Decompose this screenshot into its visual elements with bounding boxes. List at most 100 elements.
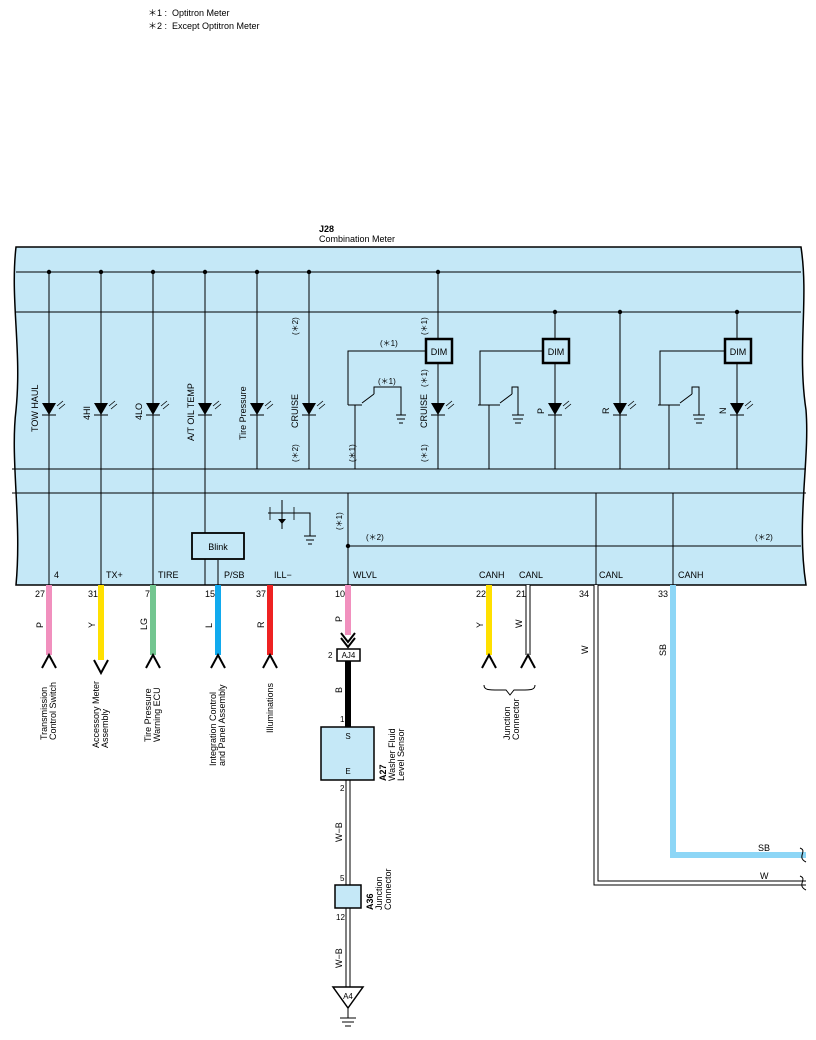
terminal-wlvl: WLVL xyxy=(353,570,377,580)
junction-connector-a36 xyxy=(334,884,362,909)
terminal-tx: TX+ xyxy=(106,570,123,580)
pin-22: 22 xyxy=(476,589,486,599)
lamp-label-n: N xyxy=(718,408,728,415)
inner-note-right: (＊2) xyxy=(755,533,773,542)
wire-code-w-2: W xyxy=(580,645,590,654)
lamp-note-top-cruise-2: (＊2) xyxy=(291,317,300,335)
chevron-up-icon xyxy=(145,652,161,669)
terminal-canh-1: CANH xyxy=(479,570,505,580)
junction-name-1: Junction xyxy=(374,876,384,910)
dest-2-line2: Assembly xyxy=(100,708,110,748)
dest-5-line1: Illuminations xyxy=(265,682,275,733)
transistor-note-bottom: (＊1) xyxy=(348,444,357,462)
legend-text-2: Except Optitron Meter xyxy=(172,21,260,31)
washer-fluid-sensor xyxy=(320,726,375,781)
wire-break-sb xyxy=(799,847,807,863)
dim-box-3 xyxy=(723,337,753,365)
terminal-canh-2: CANH xyxy=(678,570,704,580)
led-symbols xyxy=(42,400,754,416)
lamp-label-p: P xyxy=(536,408,546,414)
lamp-label-tire-pressure: Tire Pressure xyxy=(238,386,248,440)
sensor-name-2: Level Sensor xyxy=(396,728,406,781)
terminal-canl-2: CANL xyxy=(599,570,623,580)
wire-code-wb-1: W−B xyxy=(334,822,344,842)
dest-1-line2: Control Switch xyxy=(48,682,58,740)
terminal-canl-1: CANL xyxy=(519,570,543,580)
dim-label-3: DIM xyxy=(730,347,747,357)
lamp-label-r: R xyxy=(601,407,611,414)
pin-33: 33 xyxy=(658,589,668,599)
dest-2-line1: Accessory Meter xyxy=(91,681,101,748)
junction-brace xyxy=(483,684,536,696)
lamp-label-cruise-2: CRUISE xyxy=(290,394,300,428)
dest-1-line1: Transmission xyxy=(39,687,49,740)
wire-code-l: L xyxy=(204,623,214,628)
wire-code-r: R xyxy=(256,621,266,628)
lamp-label-tow-haul: TOW HAUL xyxy=(30,385,40,432)
lamp-note-mid-cruise-1: (＊1) xyxy=(420,369,429,387)
pin-7: 7 xyxy=(145,589,150,599)
legend-mark-2: ＊2 : xyxy=(148,21,167,31)
chevron-up-icon xyxy=(41,652,57,669)
dim-label-1: DIM xyxy=(431,347,448,357)
sensor-term-s: S xyxy=(345,732,350,741)
wire-code-sb: SB xyxy=(658,644,668,656)
dest-4-line2: and Panel Assembly xyxy=(217,684,227,766)
dim-transistors: (＊1) (＊1) (＊1) xyxy=(347,339,725,469)
dim-box-1 xyxy=(424,337,454,365)
terminal-tire: TIRE xyxy=(158,570,179,580)
junction-name-2: Connector xyxy=(383,868,393,910)
legend-text-1: Optitron Meter xyxy=(172,8,230,18)
wire-code-wb-2: W−B xyxy=(334,948,344,968)
pin-21: 21 xyxy=(516,589,526,599)
meter-name: Combination Meter xyxy=(319,234,395,244)
lamp-label-4hi: 4HI xyxy=(82,406,92,420)
dim-label-2: DIM xyxy=(548,347,565,357)
pin-27: 27 xyxy=(35,589,45,599)
chevron-up-icon xyxy=(481,652,497,669)
combination-meter-panel xyxy=(13,246,808,586)
lamp-note-top-cruise-1: (＊1) xyxy=(420,317,429,335)
connector-chevrons xyxy=(41,632,536,676)
meter-lower-wiring xyxy=(100,493,801,585)
chevron-up-icon xyxy=(520,652,536,669)
ground-icon xyxy=(340,1017,356,1027)
aj4-connector xyxy=(336,648,361,662)
wire-code-b: B xyxy=(334,687,344,693)
lamp-note-bottom-cruise-2: (＊2) xyxy=(291,444,300,462)
terminal-psb: P/SB xyxy=(224,570,245,580)
wire-code-lg: LG xyxy=(139,618,149,630)
legend-mark-1: ＊1 : xyxy=(148,8,167,18)
aj4-pin-out: 1 xyxy=(340,715,345,724)
dest-3-line1: Tire Pressure xyxy=(143,688,153,742)
wire-code-w-1: W xyxy=(514,619,524,628)
harness-wires xyxy=(46,585,806,987)
wire-code-p-2: P xyxy=(334,616,344,622)
lamp-label-at-oil-temp: A/T OIL TEMP xyxy=(186,383,196,441)
chevron-up-icon xyxy=(210,652,226,669)
dim-modules: DIM DIM DIM xyxy=(424,337,753,365)
double-chevron-down-icon xyxy=(340,632,356,649)
ground-point-a4 xyxy=(331,986,365,1010)
dest-4-line1: Integration Control xyxy=(208,692,218,766)
wire-code-y-1: Y xyxy=(87,622,97,628)
chevron-down-icon xyxy=(93,659,109,676)
pin-10: 10 xyxy=(335,589,345,599)
right-wire-w: W xyxy=(760,871,769,881)
transistor-note-1: (＊1) xyxy=(378,377,396,386)
junction-pin-in: 5 xyxy=(340,874,345,883)
lamp-label-cruise-1: CRUISE xyxy=(419,394,429,428)
sensor-name-1: Washer Fluid xyxy=(387,728,397,781)
dest-3-line2: Warning ECU xyxy=(152,687,162,742)
wire-break-w xyxy=(799,875,807,891)
terminal-ill: ILL− xyxy=(274,570,292,580)
pin-15: 15 xyxy=(205,589,215,599)
chevron-up-icon xyxy=(262,652,278,669)
lamp-wires xyxy=(48,272,738,585)
pin-numbers: 27 31 7 15 37 10 22 21 34 33 xyxy=(35,589,668,599)
right-wire-sb: SB xyxy=(758,843,770,853)
destination-labels: Transmission Control Switch Accessory Me… xyxy=(39,681,521,766)
wlvl-note: (＊1) xyxy=(335,512,344,530)
pin-37: 37 xyxy=(256,589,266,599)
